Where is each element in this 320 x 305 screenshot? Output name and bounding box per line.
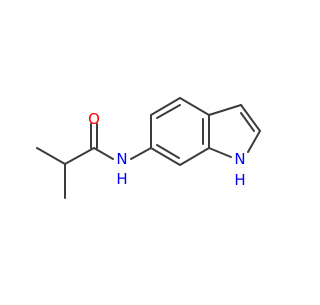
amide-h-label: H: [116, 170, 127, 188]
indole-n-label: N: [234, 150, 245, 168]
structure-diagram: O N H N H: [36, 97, 261, 199]
bond-pyrrole-b: [240, 104, 261, 132]
bond-pyrrole-b-inner: [240, 112, 255, 132]
bond-n-aryl: [130, 147, 152, 160]
bond-carbonyl-n: [93, 147, 114, 160]
bond-pyrrole-d: [208, 147, 232, 158]
bond-layer: [36, 97, 261, 199]
molecule-canvas: O N H N H: [36, 97, 261, 199]
bond-pyrrole-c: [247, 130, 261, 153]
oxygen-label: O: [88, 110, 100, 128]
indole-h-label: H: [234, 171, 245, 189]
bond-ring-c: [179, 97, 210, 116]
bond-ch-carbonyl: [64, 147, 95, 165]
bond-ring-e: [179, 147, 210, 166]
amide-n-label: N: [116, 150, 127, 168]
bond-ring-b: [150, 97, 181, 116]
bond-ring-f-inner: [156, 144, 180, 159]
bond-methyl-1: [36, 147, 66, 165]
bond-ring-f: [150, 147, 181, 166]
bond-ring-b-inner: [156, 104, 181, 119]
bond-pyrrole-a: [208, 104, 242, 116]
